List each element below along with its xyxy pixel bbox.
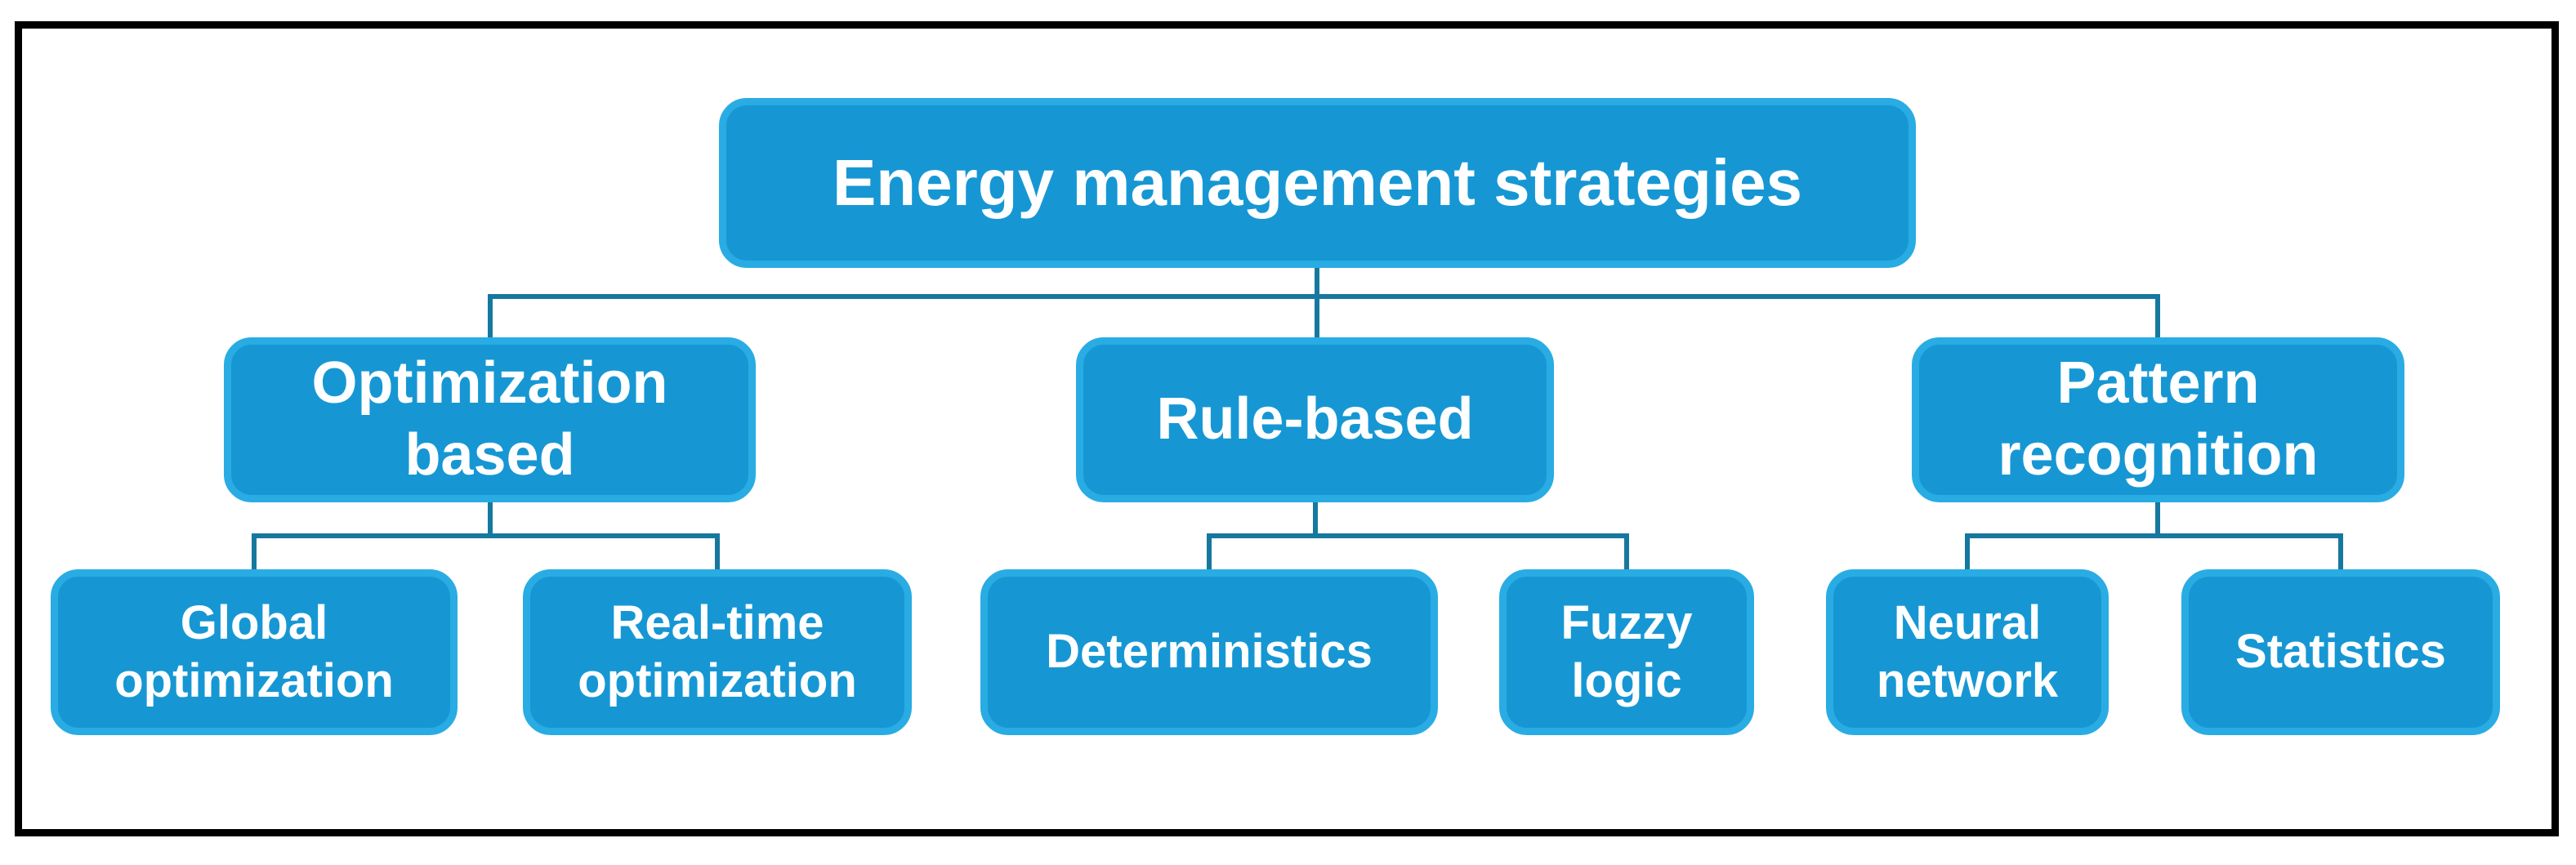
node-energy-management-strategies: Energy management strategies — [719, 98, 1916, 268]
node-pattern-recognition: Pattern recognition — [1912, 337, 2404, 502]
connector-optimization-children — [252, 501, 720, 572]
node-rule-based: Rule-based — [1076, 337, 1554, 502]
node-neural-network: Neural network — [1826, 569, 2109, 735]
connector-pattern-children — [1965, 501, 2343, 572]
node-real-time-optimization: Real-time optimization — [523, 569, 912, 735]
node-optimization-based: Optimization based — [224, 337, 756, 502]
node-fuzzy-logic: Fuzzy logic — [1499, 569, 1754, 735]
connector-rulebased-children — [1207, 501, 1629, 572]
node-global-optimization: Global optimization — [51, 569, 458, 735]
connector-root-to-level1 — [488, 266, 2160, 341]
diagram-border-frame — [15, 21, 2559, 836]
node-statistics: Statistics — [2181, 569, 2500, 735]
node-deterministics: Deterministics — [980, 569, 1438, 735]
